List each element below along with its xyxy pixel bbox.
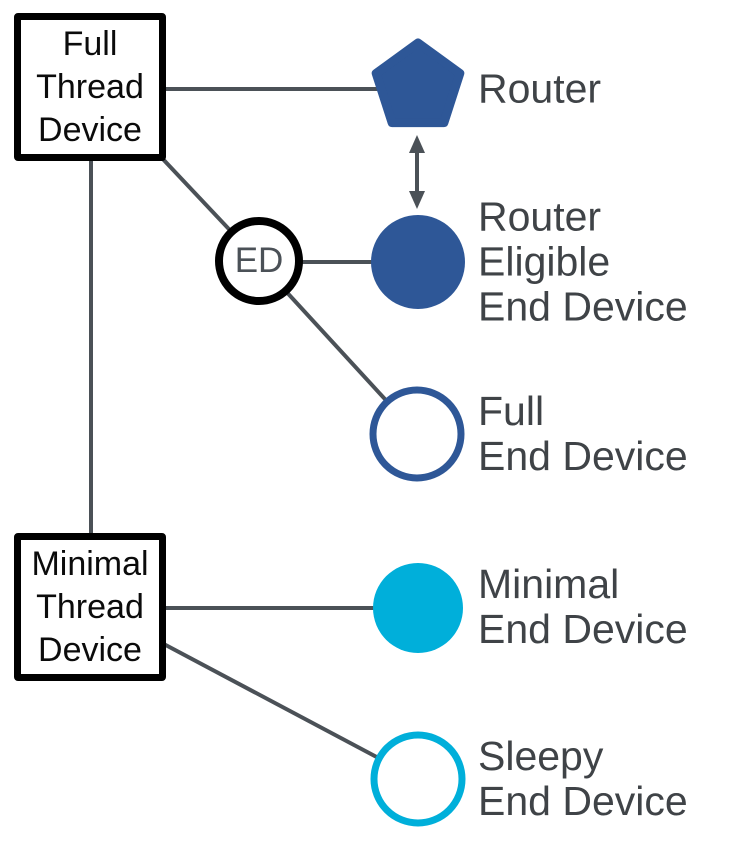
full-end-device-label: Full End Device (478, 388, 688, 479)
arrow-head-up-icon (409, 135, 425, 153)
sleepy-end-device-label: Sleepy End Device (478, 733, 688, 824)
router-eligible-end-device-label: Router Eligible End Device (478, 193, 688, 330)
sleepy-end-device-circle-icon (370, 731, 466, 827)
node-minimal-thread-device: Minimal Thread Device (14, 533, 166, 681)
ed-badge-label: ED (234, 241, 284, 280)
router-pentagon-icon (371, 38, 465, 128)
router-label: Router (478, 65, 602, 112)
full-end-device-circle-icon (369, 386, 465, 482)
minimal-end-device-circle-icon (373, 563, 463, 653)
ed-circle-icon (215, 217, 303, 305)
node-full-thread-device: Full Thread Device (14, 13, 166, 161)
bidirectional-arrow (409, 135, 425, 209)
minimal-end-device-label: Minimal End Device (478, 561, 688, 652)
arrow-head-down-icon (409, 191, 425, 209)
connector-mtd-sed-line (159, 640, 419, 781)
router-eligible-end-device-circle-icon (371, 215, 465, 309)
